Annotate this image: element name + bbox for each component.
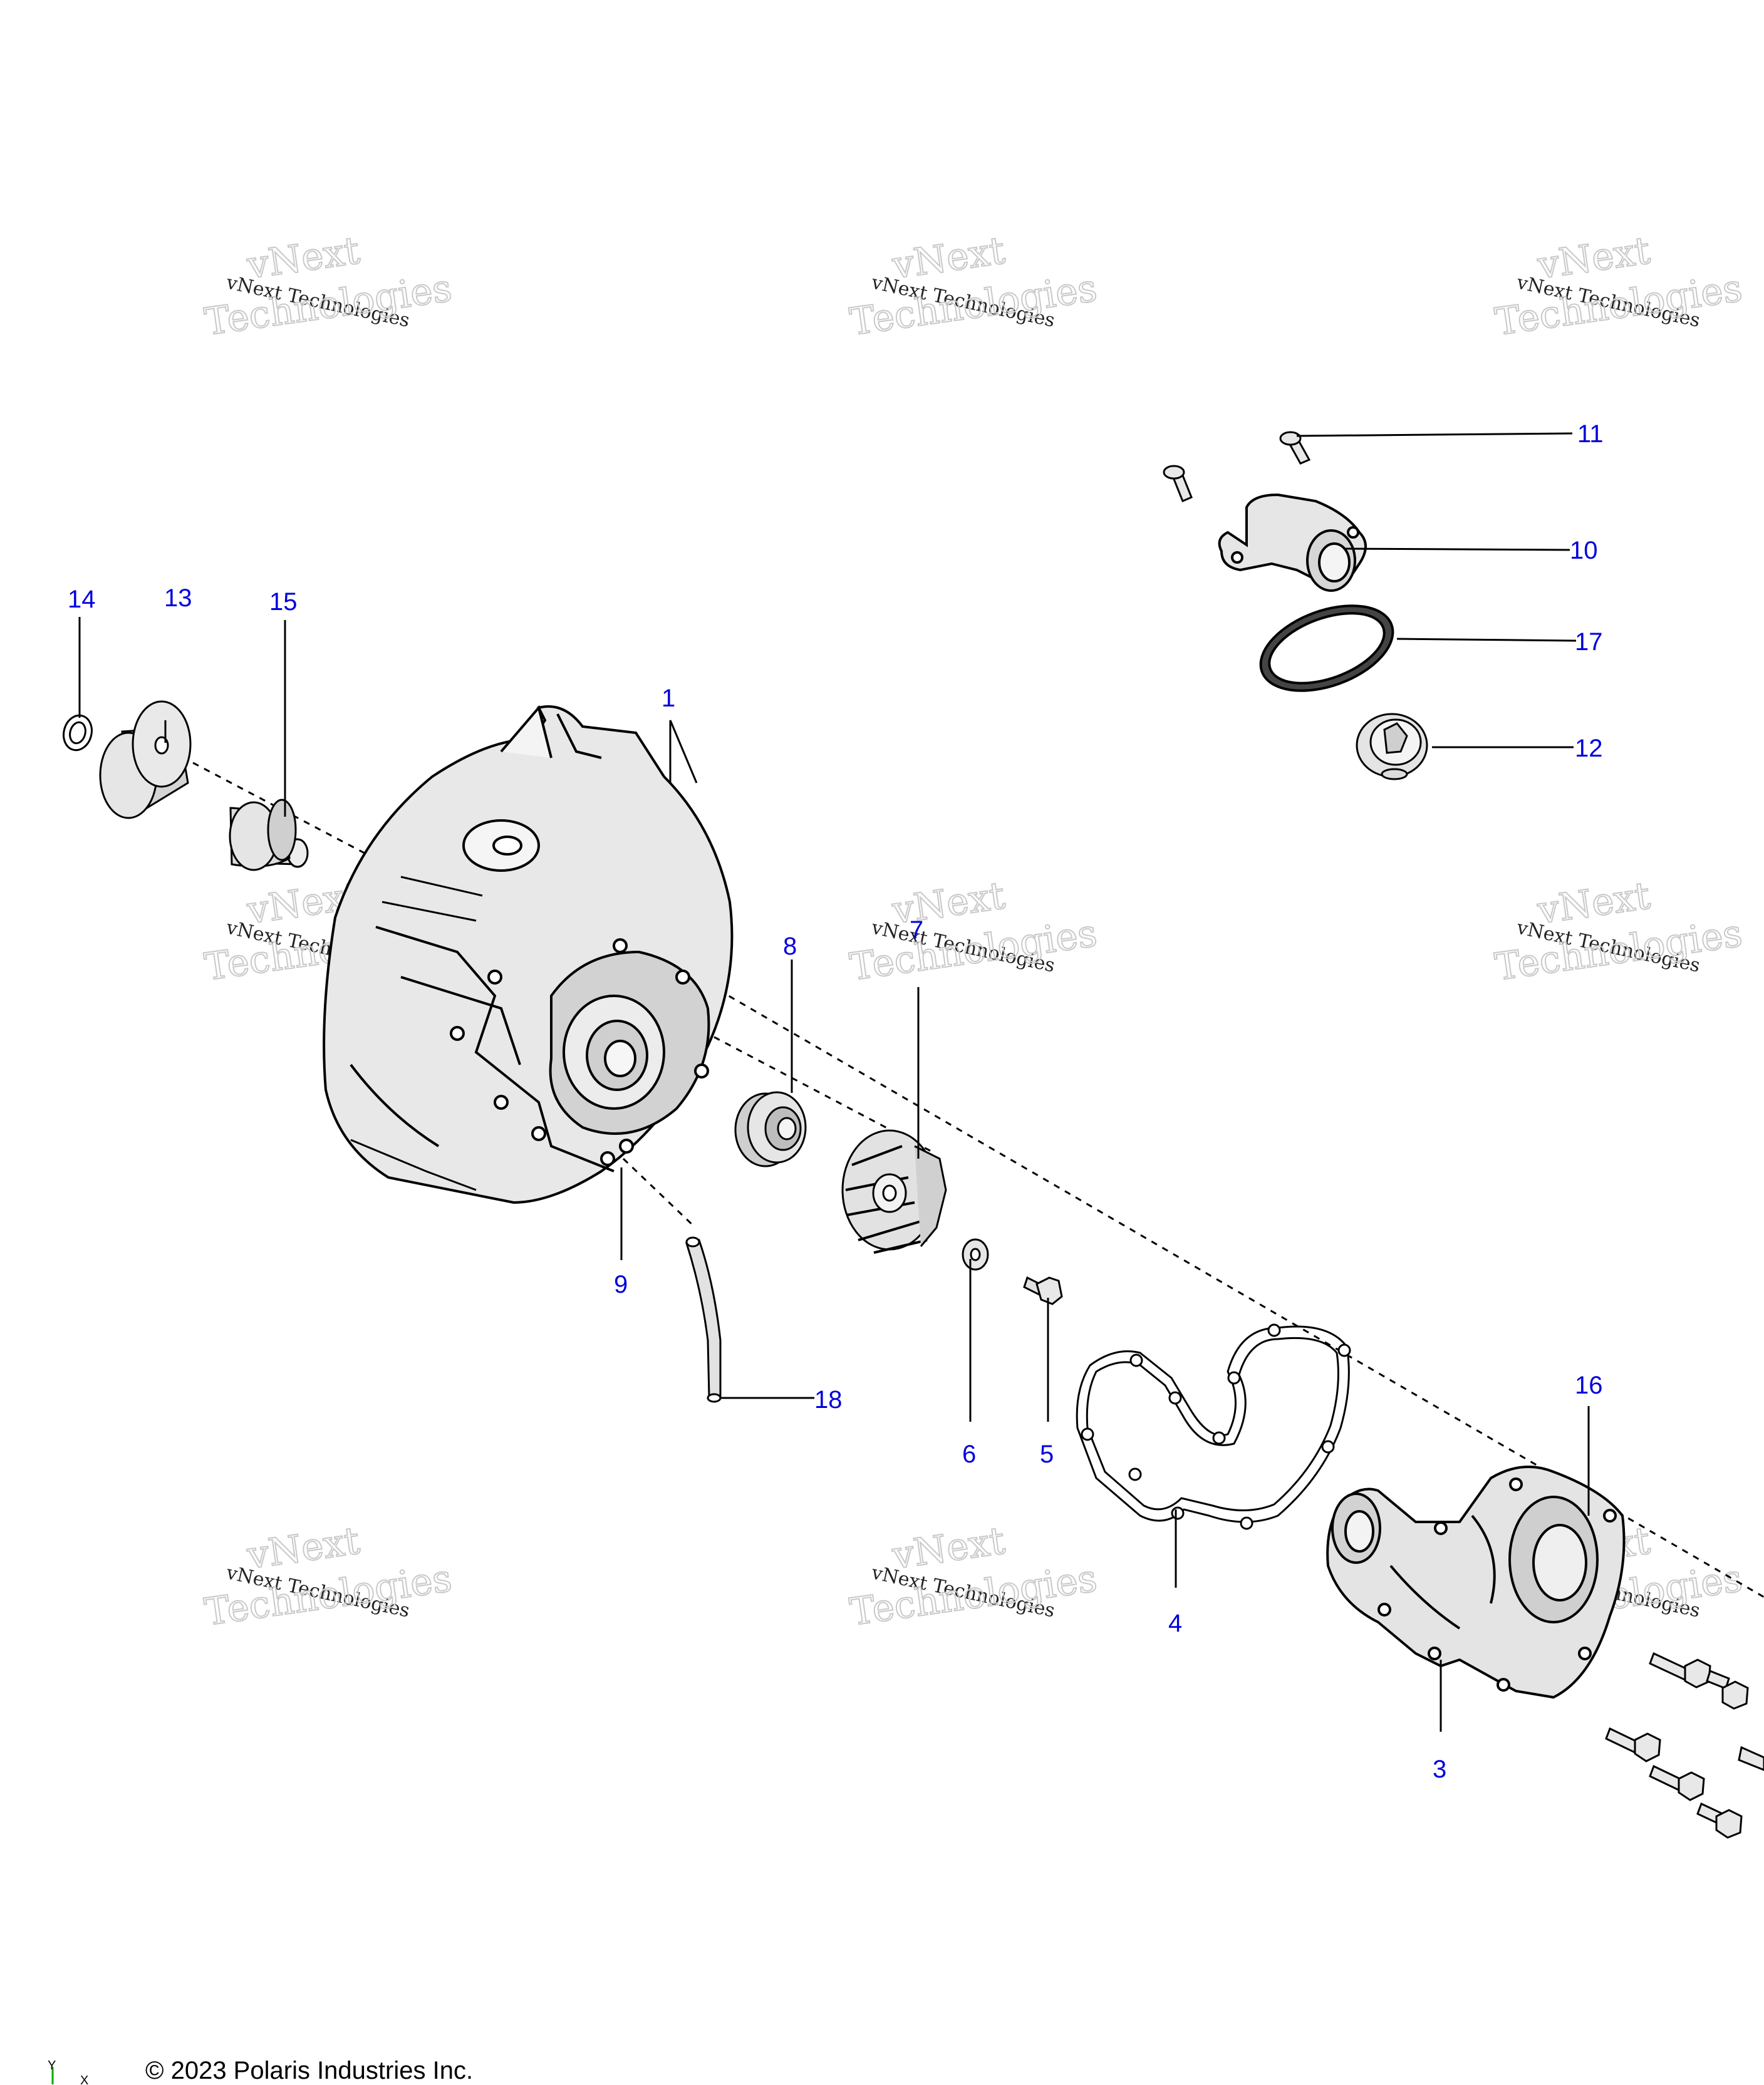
watermark-7: vNext Technologies vNext Technologies <box>201 1518 455 1635</box>
part-14-o-ring[interactable] <box>60 712 96 753</box>
part-3-pump-housing[interactable] <box>1326 1466 1626 1699</box>
part-18-hose[interactable] <box>685 1236 722 1403</box>
part-13-drive-cup[interactable] <box>99 700 192 819</box>
callout-16: 16 <box>1575 1372 1603 1399</box>
watermark-1: vNext Technologies vNext Technologies <box>201 228 455 345</box>
part-17-seal-ring[interactable] <box>1249 589 1404 707</box>
part-12-thermostat[interactable] <box>1356 713 1428 780</box>
assembly-axis-lines <box>159 744 1764 1598</box>
watermark-vnext: vNext <box>890 229 1008 287</box>
callout-labels: 1 3 4 5 6 7 8 9 10 11 12 13 14 15 16 17 … <box>68 420 1604 1783</box>
callout-10: 10 <box>1570 537 1598 564</box>
part-7-impeller[interactable] <box>841 1129 947 1254</box>
watermark-5: vNext Technologies vNext Technologies <box>846 873 1100 990</box>
callout-8: 8 <box>783 933 797 960</box>
watermark-vnext: vNext <box>244 1519 363 1578</box>
callout-1: 1 <box>662 685 675 712</box>
watermark-8: vNext Technologies vNext Technologies <box>846 1518 1100 1635</box>
part-10-thermostat-housing[interactable] <box>1218 493 1367 592</box>
watermark-3: vNext Technologies vNext Technologies <box>1492 228 1745 345</box>
callout-7: 7 <box>910 916 923 944</box>
part-4-gasket[interactable] <box>1076 1323 1351 1530</box>
callout-6: 6 <box>962 1441 976 1468</box>
callout-15: 15 <box>269 588 298 616</box>
callout-11: 11 <box>1577 420 1604 448</box>
callout-5: 5 <box>1040 1441 1054 1468</box>
axis-triad: Y X <box>48 2059 88 2084</box>
callout-18: 18 <box>814 1386 843 1414</box>
callout-4: 4 <box>1168 1610 1182 1637</box>
callout-13: 13 <box>164 584 192 612</box>
part-11-bolts[interactable] <box>1163 431 1311 502</box>
part-5-bolt[interactable] <box>1023 1276 1063 1305</box>
axis-y-label: Y <box>48 2059 56 2072</box>
callout-9: 9 <box>614 1271 628 1298</box>
watermark-vnext: vNext <box>1535 229 1653 287</box>
watermark-2: vNext Technologies vNext Technologies <box>846 228 1100 345</box>
watermark-6: vNext Technologies vNext Technologies <box>1492 873 1745 990</box>
callout-14: 14 <box>68 586 96 613</box>
watermark-vnext: vNext <box>1535 874 1653 933</box>
axis-x-label: X <box>80 2074 88 2084</box>
part-6-washer[interactable] <box>962 1238 989 1271</box>
watermark-vnext: vNext <box>890 1519 1008 1578</box>
part-8-seal[interactable] <box>734 1091 807 1167</box>
watermark-vnext: vNext <box>244 229 363 287</box>
leader-lines <box>78 432 1590 1732</box>
part-1-housing[interactable] <box>323 705 734 1204</box>
copyright-notice: © 2023 Polaris Industries Inc. <box>145 2057 474 2084</box>
watermark-vnext: vNext <box>890 874 1008 933</box>
callout-12: 12 <box>1575 735 1603 762</box>
part-15-bearing-shaft[interactable] <box>229 799 309 871</box>
pump-bolts <box>1605 1652 1764 1839</box>
callout-17: 17 <box>1575 628 1603 656</box>
callout-3: 3 <box>1433 1756 1446 1783</box>
